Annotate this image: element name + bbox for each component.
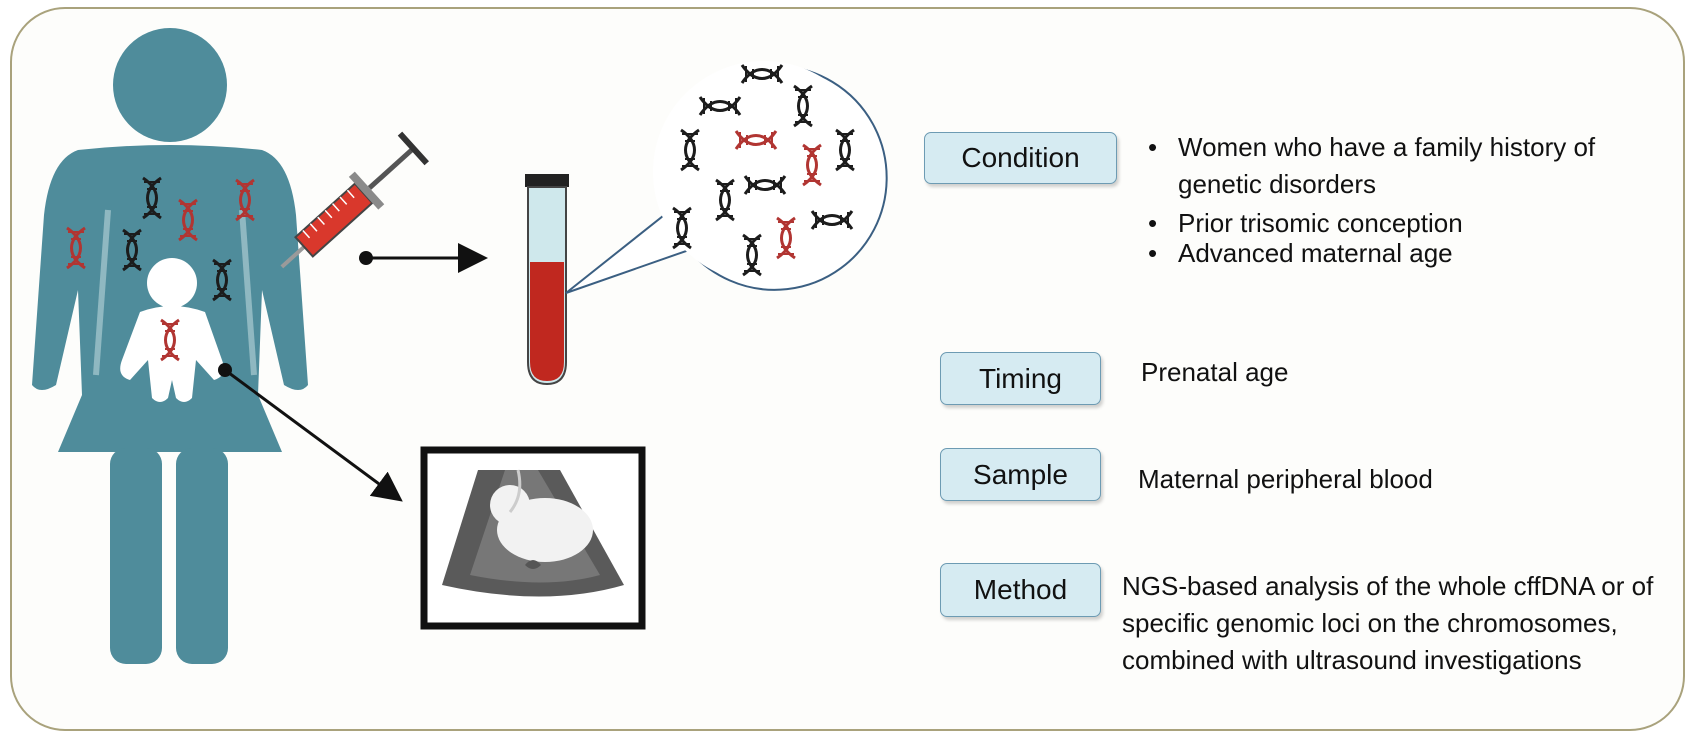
method-label: Method [973, 574, 1068, 605]
condition-item-3: • Advanced maternal age [1148, 235, 1638, 272]
bullet-icon: • [1148, 238, 1158, 268]
dna-zoom-bubble [565, 61, 888, 294]
sample-value: Maternal peripheral blood [1138, 464, 1433, 494]
condition-item-3-text: Advanced maternal age [1178, 238, 1453, 268]
condition-label: Condition [961, 142, 1080, 173]
sample-label-box: Sample [940, 448, 1101, 501]
bullet-icon: • [1148, 132, 1158, 162]
arrow-to-tube [359, 243, 488, 273]
timing-label-box: Timing [940, 352, 1101, 405]
timing-label: Timing [979, 362, 1062, 394]
sample-label: Sample [973, 458, 1068, 490]
bullet-icon: • [1148, 208, 1158, 238]
arrow-to-ultrasound [218, 363, 403, 502]
condition-item-2-text: Prior trisomic conception [1178, 208, 1463, 238]
syringe-icon [280, 131, 429, 269]
timing-value: Prenatal age [1141, 357, 1289, 387]
method-label-box: Method [940, 563, 1101, 617]
ultrasound-icon [420, 446, 646, 630]
method-value: NGS-based analysis of the whole cffDNA o… [1122, 571, 1654, 675]
blood-tube-icon [525, 174, 569, 386]
condition-label-box: Condition [924, 132, 1117, 184]
condition-item-1-text: Women who have a family history of genet… [1178, 132, 1596, 199]
condition-item-1: • Women who have a family history of gen… [1148, 129, 1638, 203]
condition-item-2: • Prior trisomic conception [1148, 205, 1638, 242]
